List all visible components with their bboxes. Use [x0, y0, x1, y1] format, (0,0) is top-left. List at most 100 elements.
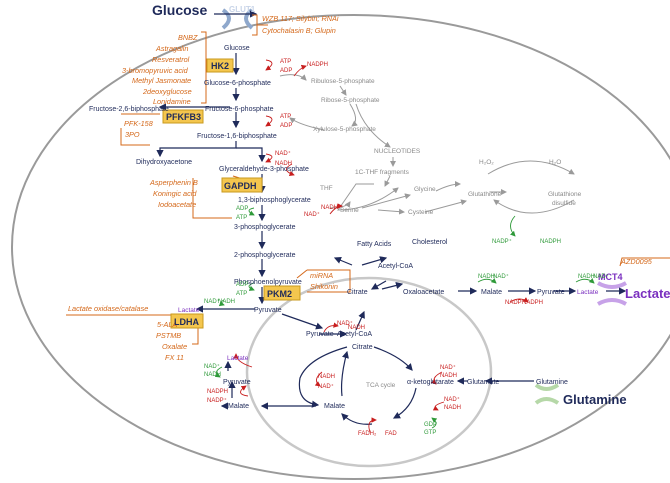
cof-nadh-tca-r2: NADH [444, 405, 461, 411]
cof-nad-ldh-right: NAD⁺ [593, 273, 609, 280]
cof-nad-gapdh: NAD⁺ [275, 150, 291, 157]
cof-nad-tca-left: NAD⁺ [318, 383, 334, 390]
metabolite-glutathione-disulfide-2: disulfide [552, 200, 576, 207]
metabolite-fructose-6-phosphate: Fructose-6-phosphate [205, 106, 274, 113]
inhibitor-gapdh-2: Koningic acid [153, 189, 197, 198]
cof-adp-2: ADP [280, 123, 292, 129]
label-h2o: H₂O [549, 159, 561, 166]
enzyme-pfkfb3: PFKFB3 [166, 112, 201, 122]
glutamine-transporter-icon [534, 383, 560, 405]
enzyme-gapdh: GAPDH [224, 181, 257, 191]
cof-nadh-mdh: NADH [478, 274, 495, 280]
metabolite-glutamate: Glutamate [467, 379, 499, 386]
metabolite-pyruvate-left: Pyruvate [223, 379, 251, 386]
metabolite-cysteine: Cysteine [408, 209, 434, 216]
cof-nadph-me: NADPH [522, 300, 543, 306]
glycolysis-arrows [156, 53, 627, 425]
metabolite-dihydroxyacetone: Dihydroxyacetone [136, 159, 192, 166]
cof-atp-1: ATP [280, 59, 291, 65]
side-pathway-arrows [279, 74, 575, 215]
cof-nad-mdh: NAD⁺ [493, 273, 509, 280]
metabolite-citrate-cyto: Citrate [347, 289, 368, 296]
metabolite-fructose-26-biphosphate: Fructose-2,6-biphosphate [89, 106, 169, 113]
glut1-transporter-icon: GLUT1 [214, 5, 258, 30]
cof-fad: FAD [385, 431, 397, 437]
inhibitor-gapdh-3: Iodoacetate [158, 200, 196, 209]
metabolite-3-phosphoglycerate: 3-phosphoglycerate [234, 224, 296, 231]
metabolite-ribulose-5-phosphate: Ribulose-5-phosphate [311, 78, 375, 85]
inhibitor-ldha-3: Oxalate [162, 342, 187, 351]
glut1-label: GLUT1 [229, 5, 256, 14]
inhibitor-gapdh-1: Asperphenin B [149, 178, 198, 187]
cof-nad-tca-r1: NAD⁺ [440, 364, 456, 371]
metabolite-2-phosphoglycerate: 2-phosphoglycerate [234, 252, 296, 259]
inhibitor-glut-1: WZB 117; Silybin; RNAi [262, 14, 339, 23]
glucose-title: Glucose [152, 2, 207, 18]
inhibitor-hk2-7: Lonidamine [153, 97, 191, 106]
cof-nad-serine: NAD⁺ [304, 211, 320, 218]
inhibitor-hk2-2: Astragalin [155, 44, 188, 53]
inhibitor-pkm2-2: Shikonin [310, 282, 338, 291]
cof-gdp: GDP [424, 422, 437, 428]
cof-adp-1: ADP [280, 68, 292, 74]
metabolite-xylulose-5-phosphate: Xylulose-5-phosphate [313, 126, 376, 133]
metabolite-13-biphosphoglycerate: 1,3-biphosphoglycerate [238, 197, 311, 204]
cof-nadp-me: NADP⁺ [505, 299, 525, 306]
cof-atp-pgk: ATP [236, 215, 247, 221]
enzyme-ldha: LDHA [174, 317, 199, 327]
metabolite-malate-left: Malate [228, 403, 249, 410]
metabolite-malate-cyto: Malate [481, 289, 502, 296]
metabolite-cholesterol: Cholesterol [412, 239, 448, 246]
cof-nadh-ldh-right: NADH [578, 274, 595, 280]
metabolite-pyruvate-right: Pyruvate [537, 289, 565, 296]
inhibitor-lactate-1: Lactate oxidase/catalase [68, 304, 148, 313]
metabolite-glucose: Glucose [224, 45, 250, 52]
metabolite-glutamine: Glutamine [536, 379, 568, 386]
cofactor-green-arrows [214, 207, 595, 429]
inhibitor-ldha-2: PSTMB [156, 331, 181, 340]
cof-nad-ldha: NAD⁺ [204, 298, 220, 305]
label-tca-cycle: TCA cycle [366, 382, 396, 389]
inhibitor-hk2-3: Resveratrol [152, 55, 190, 64]
mct4-transporter-icon [597, 281, 627, 306]
inhibitor-hk2-4: 3-bromopyruvic acid [122, 66, 189, 75]
metabolite-lactate-left: Lactate [227, 355, 249, 362]
enzyme-pkm2: PKM2 [267, 289, 292, 299]
metabolite-glucose-6-phosphate: Glucose-6-phosphate [204, 80, 271, 87]
cof-nadh-tca-r1: NADH [440, 373, 457, 379]
cof-adp-pk: ADP [236, 282, 248, 288]
inhibitor-glut-2: Cytochalasin B; Glupin [262, 26, 336, 35]
inhibitor-hk2-5: Methyl Jasmonate [132, 76, 191, 85]
inhibitor-pkm2-1: miRNA [310, 271, 333, 280]
metabolite-glutathione: Glutathione [468, 191, 502, 198]
enzyme-boxes [162, 58, 301, 329]
cof-nadph-left: NADPH [207, 389, 228, 395]
metabolite-pyruvate-mito: Pyruvate [306, 331, 334, 338]
inhibitor-hk2-6: 2deoxyglucose [142, 87, 192, 96]
metabolite-fructose-16-biphosphate: Fructose-1,6-biphosphate [197, 133, 277, 140]
metabolite-fatty-acids: Fatty Acids [357, 241, 392, 248]
inhibitor-hk2-1: BNBZ [178, 33, 198, 42]
inhibitor-mct4: AZD0095 [620, 257, 653, 266]
cof-nad-left: NAD⁺ [204, 363, 220, 370]
cofactor-red-arrows [233, 59, 529, 433]
cof-nadh-ldha: NADH [218, 299, 235, 305]
metabolite-ribose-5-phosphate: Ribose-5-phosphate [321, 97, 380, 104]
cof-nadh-serine: NADH [321, 205, 338, 211]
enzyme-hk2: HK2 [211, 61, 229, 71]
metabolite-lactate-right: Lactate [577, 289, 599, 296]
cell-membrane [11, 14, 670, 480]
lactate-title: Lactate [625, 286, 670, 301]
cof-atp-2: ATP [280, 114, 291, 120]
glutamine-title: Glutamine [563, 392, 627, 407]
metabolite-oxaloacetate: Oxaloacetate [403, 289, 444, 296]
cof-nadh-gapdh: NADH [275, 161, 292, 167]
cof-nadph-gsh: NADPH [540, 239, 561, 245]
cof-fadh2: FADH₂ [358, 431, 377, 437]
label-thf: THF [320, 185, 333, 192]
cof-nadh-pdh: NADH [348, 325, 365, 331]
metabolite-glutathione-disulfide-1: Glutathione [548, 191, 582, 198]
